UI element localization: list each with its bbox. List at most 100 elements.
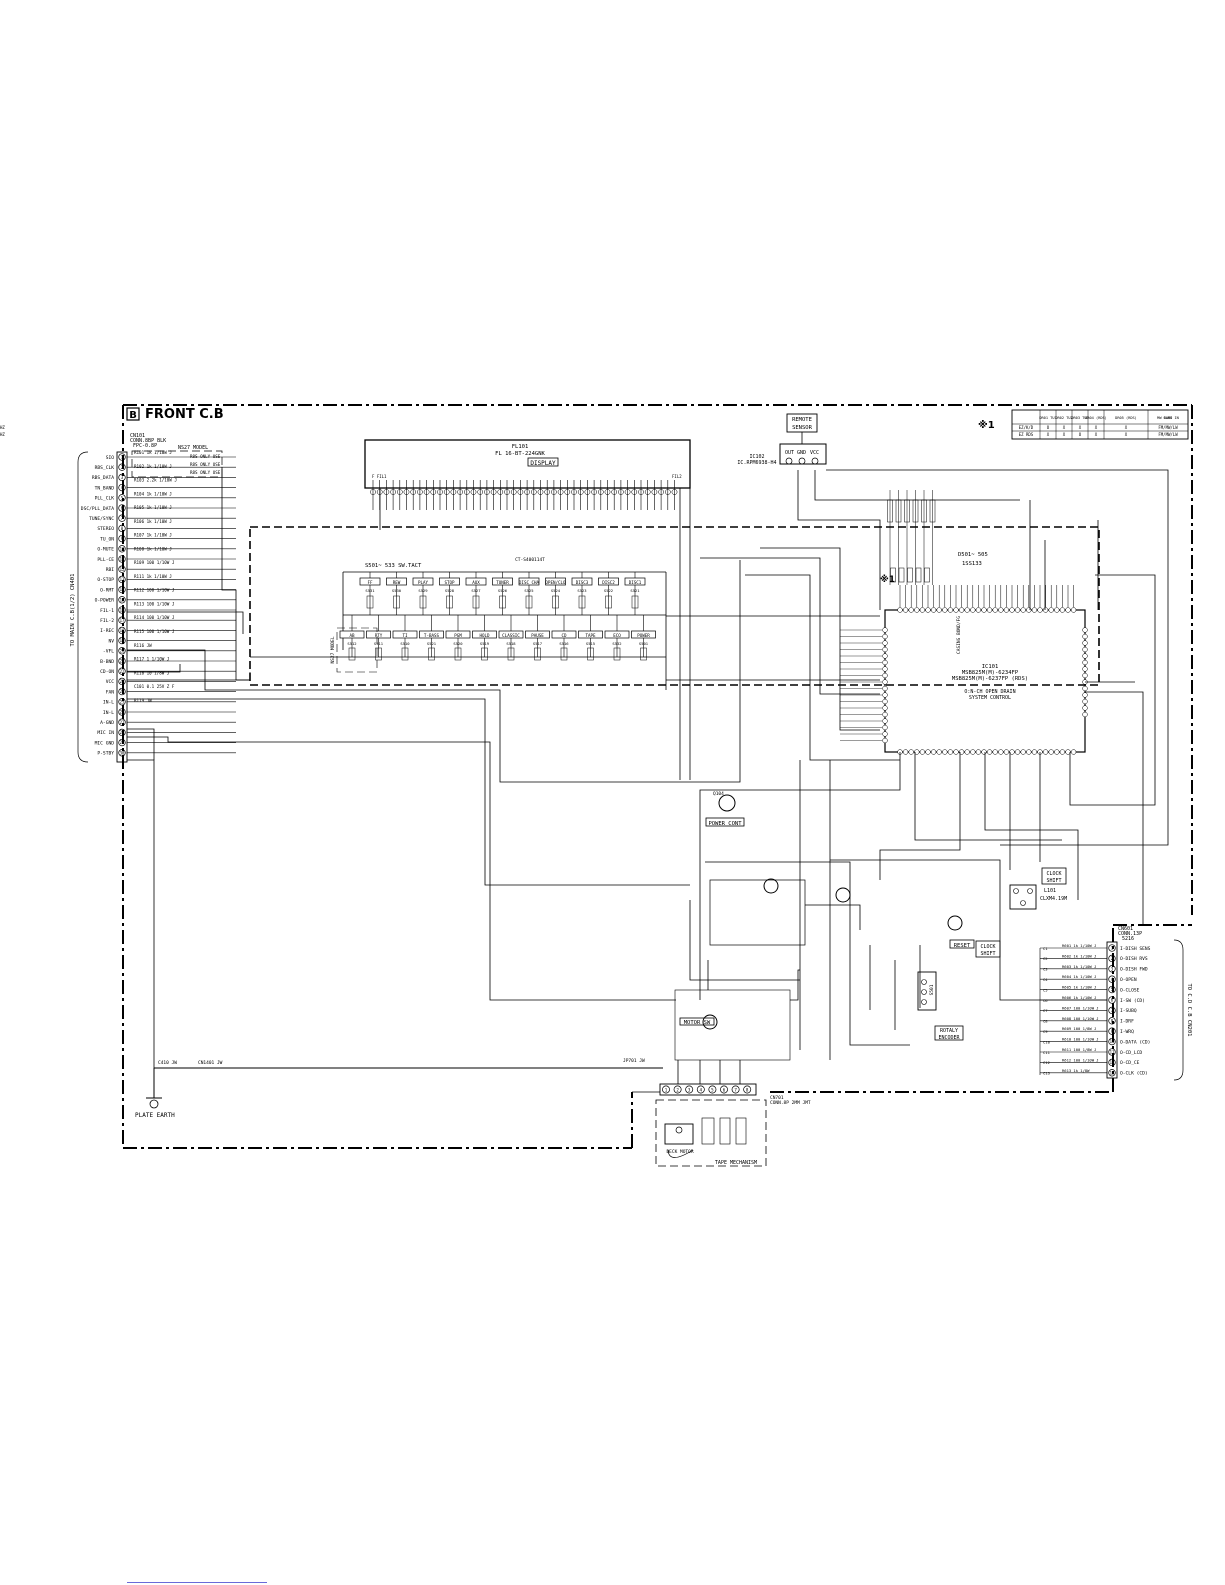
right-pin-label: O-CD_LCD [1120,1050,1142,1056]
right-pin-label: I-DRF [1120,1019,1134,1025]
right-net-label: C9 [1043,1029,1048,1034]
left-resistor-label: R101 1k 1/10W J [134,450,172,455]
right-pin-label: I-DISH SENS [1120,946,1151,952]
left-resistor-label: R107 1k 1/10W J [134,533,172,538]
right-pin-number: 1 [1111,946,1114,951]
right-net-label: C3 [1043,967,1048,972]
left-pin-label: -VFL [103,649,114,655]
ic-pin-left [882,666,888,672]
left-pin-label: PLL_CLK [95,496,115,502]
left-pin-label: TUNE/SYNC [89,516,114,522]
left-pin-number: 20 [120,648,125,653]
ic-pin-top [947,607,954,613]
ic-pin-bottom [925,749,931,755]
display-pin-node [450,489,457,495]
ic-pin-bottom [1042,749,1049,755]
right-pin-label: O-CD_CE [1120,1060,1140,1066]
key-switch-box [598,577,619,586]
key-resistor [393,595,400,609]
cn701-pin [731,1085,740,1094]
key-resistor [552,595,559,609]
cn701-pin-number: 7 [734,1088,737,1093]
left-pin-label: TN_BAND [95,485,115,491]
band-table-cell: X [1063,432,1066,437]
reset-label: RESET [954,943,971,949]
key-resistor [507,647,515,661]
left-resistor-label: R106 1k 1/10W J [134,519,172,524]
display-ref: FL101 [512,444,529,450]
key-switch-box [571,577,593,586]
left-pin-number: 28 [120,730,125,735]
key-switch-box [624,577,646,586]
rotary-l2: ENCODER [938,1035,960,1041]
ic-pin-left [882,718,888,724]
key-switch-label: TUNER [496,580,509,585]
left-pin-number: 5 [121,495,124,500]
band-table-cell: EZ RDS [1019,432,1034,437]
key-switch-box [545,577,566,586]
ic-pin-top [908,607,914,613]
ic-pin-bottom [1070,749,1077,755]
right-pin-node [1108,1027,1116,1035]
ic-pin-right [1082,711,1088,718]
left-pin-number: 2 [121,465,124,470]
left-pin-number: 17 [120,618,125,623]
left-pin-label: O-RMT [100,587,114,593]
led-note-mark: ※1 [880,574,895,585]
left-pin-node [118,596,126,604]
right-pin-node [1108,1006,1116,1015]
ic-pin-bottom [1003,749,1010,755]
ic-pin-top [1054,607,1060,613]
remote-ic-ref: IC102 [749,454,764,460]
key-resistor [613,647,621,661]
right-pin-node [1108,985,1116,994]
right-pin-label: I-SW (CD) [1120,998,1145,1004]
left-pin-number: 19 [120,638,125,643]
right-pin-number: 13 [1110,1070,1115,1075]
ic-pin-top [930,607,937,613]
band-table-header: DR03 TU3 [1071,416,1088,420]
left-pin-node [118,453,126,461]
ic-pin-bottom [914,749,920,755]
right-pin-node [1108,965,1116,973]
left-resistor-label: R111 1k 1/10W J [134,574,172,579]
left-resistor-label: R103 2.2k 1/10W J [134,478,177,483]
display-pin-node [370,489,376,495]
right-pin-number: 9 [1111,1029,1114,1034]
right-pin-label: O-CLK (CD) [1120,1071,1148,1077]
display-pin-node [638,489,644,495]
display-pin-node [390,489,396,495]
left-model-note: R8S ONLY USE [190,454,221,459]
left-resistor-label: R108 1k 1/10W J [134,546,172,551]
left-pin-number: 1 [121,455,124,460]
key-switch-ref: S526 [498,588,508,593]
right-net-label: C5 [1043,987,1048,992]
left-pin-number: 23 [120,679,125,684]
display-pin-node [584,489,591,495]
display-fil-right: FIL2 [672,474,682,479]
left-resistor-label: R105 1k 1/10W J [134,505,172,510]
left-pin-label: MIC GND [95,740,115,746]
ic-pin-top [981,607,987,613]
left-pin-number: 9 [121,536,124,541]
key-resistor [525,595,533,609]
display-pin-node [524,489,530,495]
right-resistor-label: R611 100 1/8W J [1062,1047,1096,1052]
plate-earth: PLATE EARTH C410 JW CN1401 JW JP701 JW [135,1058,663,1119]
left-pin-number: 25 [120,699,125,704]
ic-pin-bottom [998,749,1004,755]
left-resistor-label: R116 JW [134,643,152,648]
right-pin-node [1108,944,1116,952]
key-switch-box [392,630,418,639]
band-table-header: DR01 TU1 [1039,416,1056,420]
remote-sensor: REMOTE SENSOR OUT GND VCC IC102 IC.RPM69… [737,413,827,466]
key-switch-box [386,577,407,586]
key-switch-box [492,577,513,586]
cn701-ref: CN701 [770,1095,784,1101]
cn101-model-note: NS27 MODEL [178,445,208,451]
ic-pin-bottom [908,749,914,755]
display-pin-node [658,489,664,495]
left-pin-node [118,616,126,624]
display-pin-node [490,489,497,495]
